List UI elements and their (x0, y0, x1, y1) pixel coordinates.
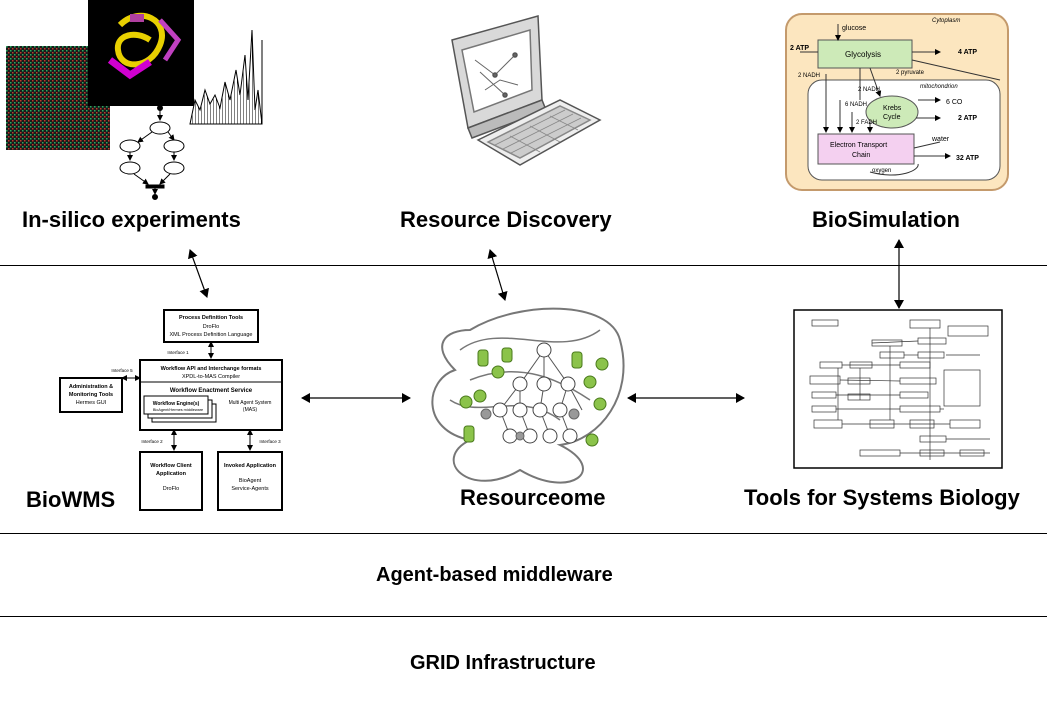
agent-middleware-label: Agent-based middleware (376, 564, 613, 586)
client-app-box (139, 451, 203, 511)
etc-box (817, 133, 915, 165)
svg-text:Process Definition Tools: Process Definition Tools (179, 315, 243, 321)
insilico-illustration (6, 0, 263, 200)
pathway-diagram (793, 309, 1003, 469)
biosimulation-label: BioSimulation (812, 207, 960, 232)
svg-text:2 FADH: 2 FADH (856, 120, 877, 126)
svg-text:Interface 3: Interface 3 (259, 439, 281, 444)
svg-text:mitochondrion: mitochondrion (920, 84, 958, 90)
svg-text:DroFlo: DroFlo (163, 486, 180, 492)
svg-text:Workflow API and Interchange f: Workflow API and Interchange formats (161, 366, 262, 372)
svg-text:Krebs: Krebs (883, 105, 902, 112)
svg-text:6 CO: 6 CO (946, 99, 963, 106)
svg-text:DroFlo: DroFlo (203, 324, 220, 330)
svg-text:Service-Agents: Service-Agents (231, 486, 269, 492)
svg-text:Cycle: Cycle (883, 114, 901, 121)
svg-text:Administration &: Administration & (69, 384, 113, 390)
svg-text:BioAgent: BioAgent (239, 478, 262, 484)
biowms-architecture: Process Definition Tools DroFlo XML Proc… (59, 309, 283, 511)
resourceome-label: Resourceome (460, 485, 606, 510)
svg-text:4 ATP: 4 ATP (958, 49, 977, 56)
svg-text:Workflow Engine(s): Workflow Engine(s) (153, 401, 200, 407)
svg-text:Glycolysis: Glycolysis (845, 50, 881, 59)
svg-text:(MAS): (MAS) (243, 407, 258, 413)
svg-text:Invoked Application: Invoked Application (224, 463, 277, 469)
svg-text:Interface 5: Interface 5 (111, 368, 133, 373)
biowms-label: BioWMS (26, 487, 116, 512)
arrow-insilico-biowms (188, 249, 209, 298)
svg-text:XML Process Definition Languag: XML Process Definition Language (170, 332, 253, 338)
invoked-app-box (217, 451, 283, 511)
resource-discovery-label: Resource Discovery (400, 207, 612, 232)
svg-text:water: water (931, 136, 950, 143)
svg-text:Cytoplasm: Cytoplasm (932, 18, 960, 24)
glycolysis-box (817, 39, 913, 69)
resourceome-network (431, 307, 625, 484)
svg-text:Chain: Chain (852, 152, 870, 159)
computer-illustration (451, 15, 602, 166)
arrow-discovery-resourceome (487, 249, 508, 301)
workflow-graph (119, 105, 185, 200)
svg-text:Interface 2: Interface 2 (141, 439, 163, 444)
svg-text:Electron Transport: Electron Transport (830, 142, 887, 149)
krebs-cycle (865, 95, 919, 129)
separator-middleware-top (0, 533, 1047, 534)
svg-text:Multi Agent System: Multi Agent System (229, 400, 272, 406)
svg-text:Application: Application (156, 471, 187, 477)
insilico-label: In-silico experiments (22, 207, 241, 232)
biosim-illustration: glucose Cytoplasm 2 ATP Glycolysis 4 ATP… (785, 13, 1009, 191)
svg-text:BioAgent/Hermes middleware: BioAgent/Hermes middleware (153, 408, 203, 412)
svg-text:2 NADH: 2 NADH (798, 73, 820, 79)
spectrum-chart (189, 29, 263, 125)
svg-text:2 pyruvate: 2 pyruvate (896, 70, 925, 76)
svg-text:2 ATP: 2 ATP (958, 115, 977, 122)
svg-text:6 NADH: 6 NADH (845, 102, 867, 108)
separator-middleware-bottom (0, 616, 1047, 617)
separator-top (0, 265, 1047, 266)
svg-text:Hermes GUI: Hermes GUI (76, 400, 107, 406)
svg-text:Workflow Client: Workflow Client (150, 463, 192, 469)
admin-box (59, 377, 123, 413)
svg-text:Interface 1: Interface 1 (167, 350, 189, 355)
svg-text:2 NADH: 2 NADH (858, 87, 880, 93)
grid-infrastructure-label: GRID Infrastructure (410, 652, 596, 674)
svg-text:Workflow Enactment Service: Workflow Enactment Service (170, 388, 253, 394)
svg-text:Monitoring Tools: Monitoring Tools (69, 392, 113, 398)
svg-text:glucose: glucose (842, 25, 866, 32)
svg-text:XPDL-to-MAS Compiler: XPDL-to-MAS Compiler (182, 374, 240, 380)
svg-text:32 ATP: 32 ATP (956, 155, 979, 162)
svg-text:oxygen: oxygen (872, 168, 891, 174)
svg-text:2 ATP: 2 ATP (790, 45, 809, 52)
tools-systems-biology-label: Tools for Systems Biology (744, 485, 1020, 510)
